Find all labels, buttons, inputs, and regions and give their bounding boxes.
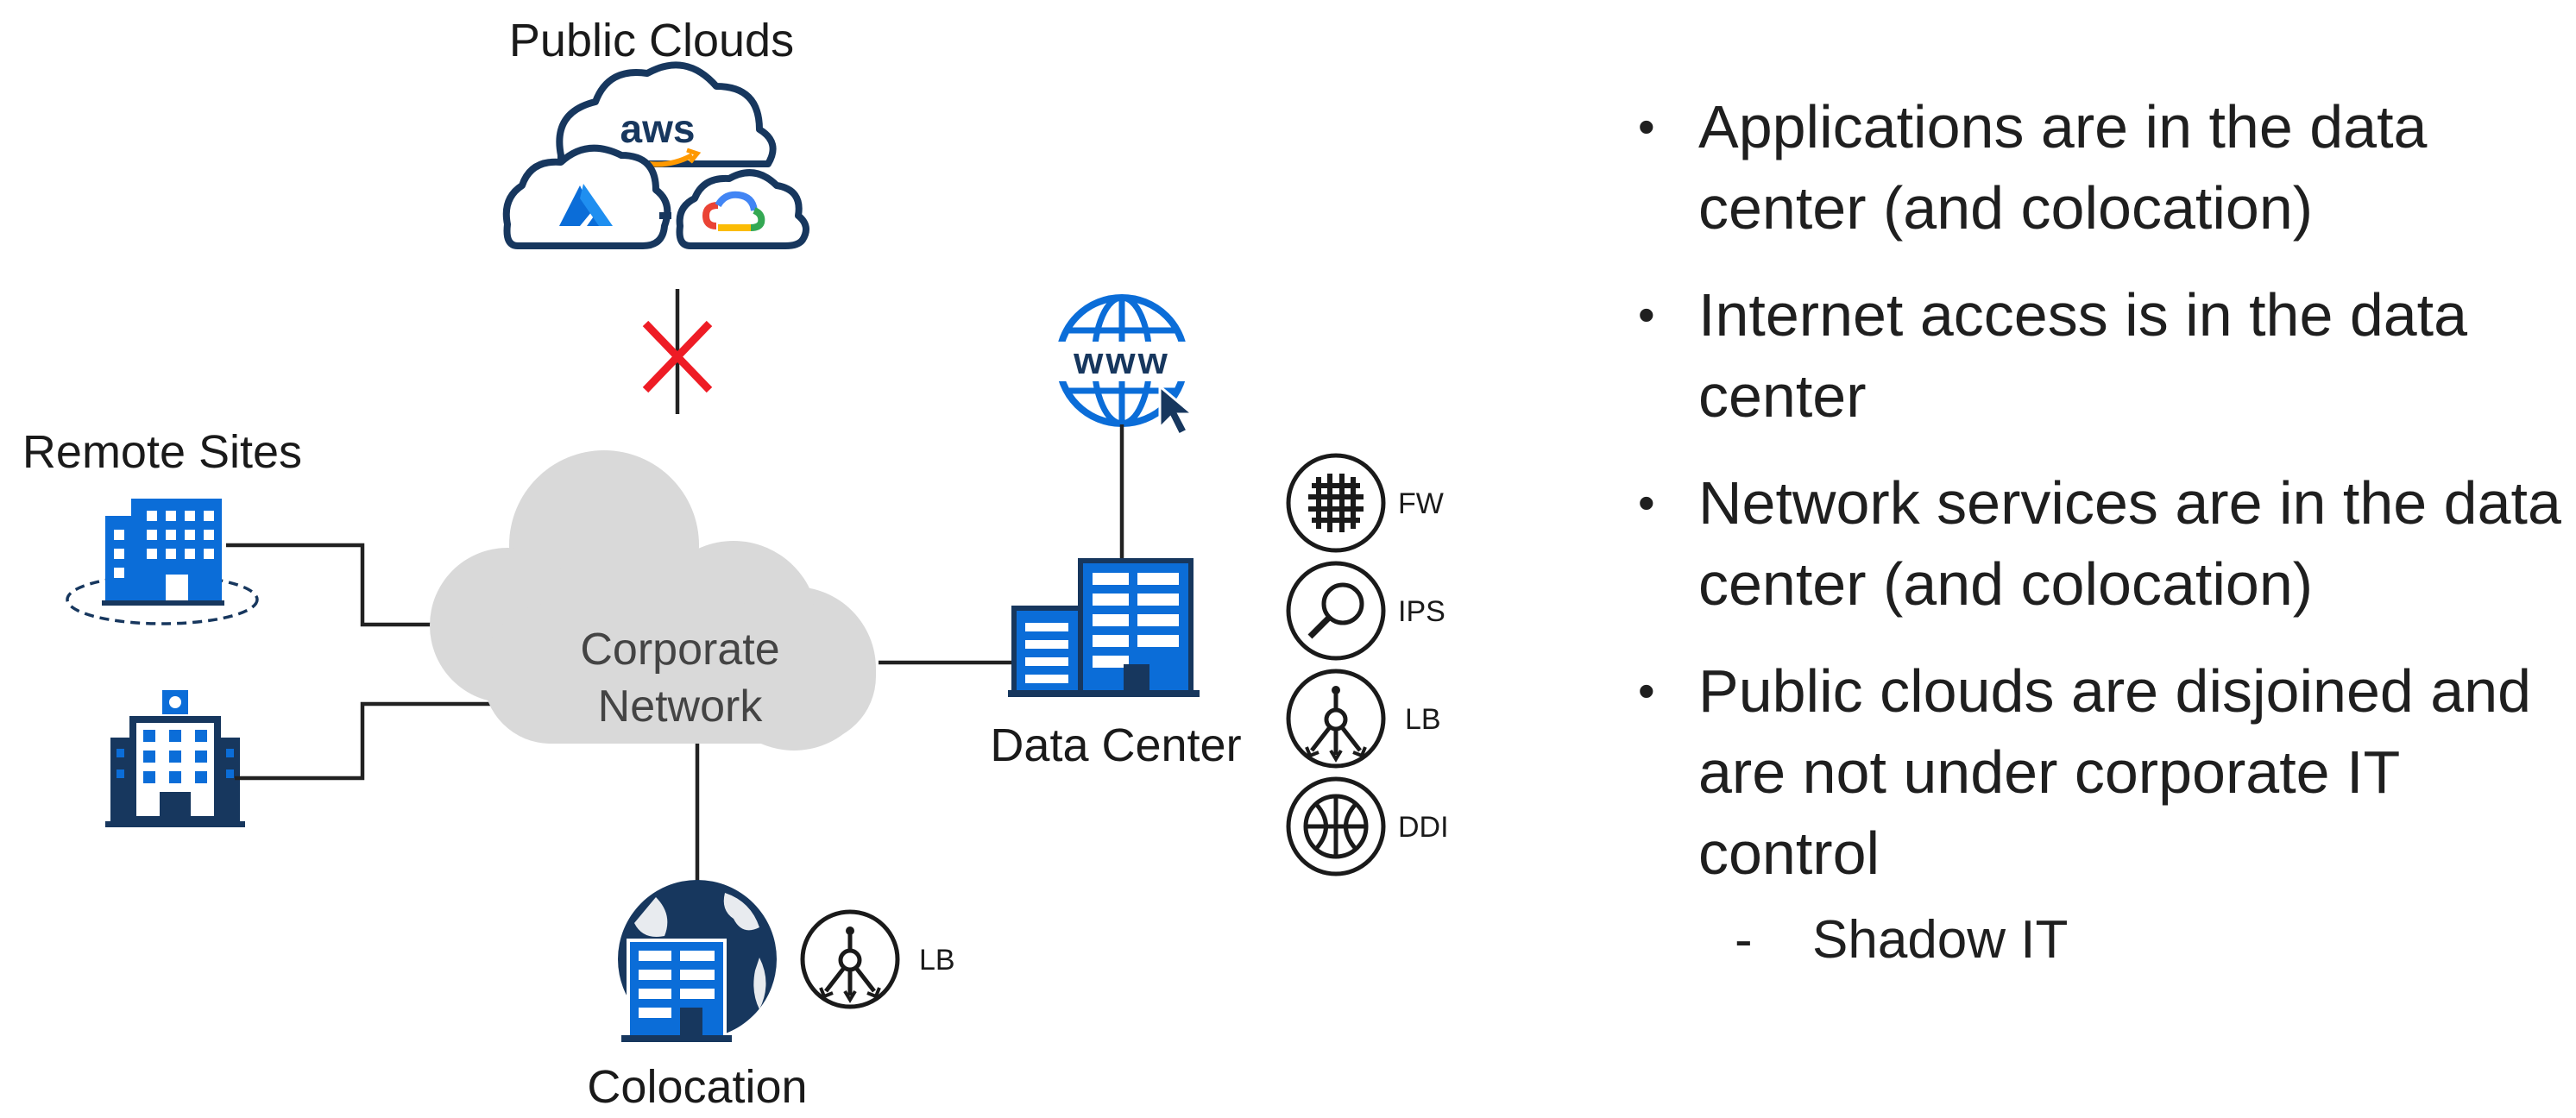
remote-office-link-line [226,543,483,627]
network-diagram: Public Clouds aws Remote Sites [22,15,1449,1113]
bullet-item: • Public clouds are disjoined and are not… [1631,650,2563,894]
bullet-text: Applications are in the data center (and… [1698,93,2428,242]
bullet-text: Public clouds are disjoined and are not … [1698,657,2532,887]
corporate-network-label-line2: Network [598,681,764,732]
branch-office-link-line [235,701,492,781]
bullet-item: • Network services are in the data center… [1631,462,2563,625]
load-balancer-icon [1286,669,1386,769]
public-clouds-icon: aws [502,61,809,249]
ddi-globe-icon [1286,776,1386,876]
cursor-icon [1158,383,1197,437]
remote-sites-label: Remote Sites [22,426,302,478]
data-center-label: Data Center [990,719,1241,771]
remote-office-building-icon [66,499,259,625]
bullet-marker: • [1638,475,1655,530]
ddi-label: DDI [1398,811,1449,844]
colocation-lb-label: LB [919,944,955,977]
sub-bullet-item: -Shadow IT [1631,906,2563,975]
fw-label: FW [1398,487,1444,520]
bullet-marker: • [1638,99,1655,154]
branch-office-building-icon [105,690,245,827]
bullet-text: Network services are in the data center … [1698,469,2561,618]
bullet-item: • Internet access is in the data center [1631,274,2563,437]
aws-logo-text: aws [620,106,696,151]
corporate-network-cloud-icon [430,450,876,751]
bullet-list: • Applications are in the data center (an… [1631,86,2563,975]
firewall-icon [1286,453,1386,553]
ips-magnifier-icon [1286,561,1386,661]
blocked-x-icon [642,320,713,393]
public-clouds-label: Public Clouds [509,15,794,66]
colocation-label: Colocation [587,1061,807,1113]
bullet-marker: • [1638,287,1655,342]
bullet-item: • Applications are in the data center (an… [1631,86,2563,248]
www-text: www [1073,340,1170,382]
data-center-building-icon [1008,558,1200,697]
corporate-network-label-line1: Corporate [580,625,779,675]
bullet-text: Internet access is in the data center [1698,281,2468,430]
bullet-marker: • [1638,663,1655,718]
internet-globe-icon: www [1055,294,1197,437]
colocation-load-balancer-icon [800,909,900,1009]
ips-label: IPS [1398,595,1445,628]
sub-bullet-marker: - [1735,910,1753,970]
colocation-globe-building-icon [618,880,777,1042]
lb-label: LB [1405,703,1441,736]
sub-bullet-text: Shadow IT [1812,910,2069,970]
